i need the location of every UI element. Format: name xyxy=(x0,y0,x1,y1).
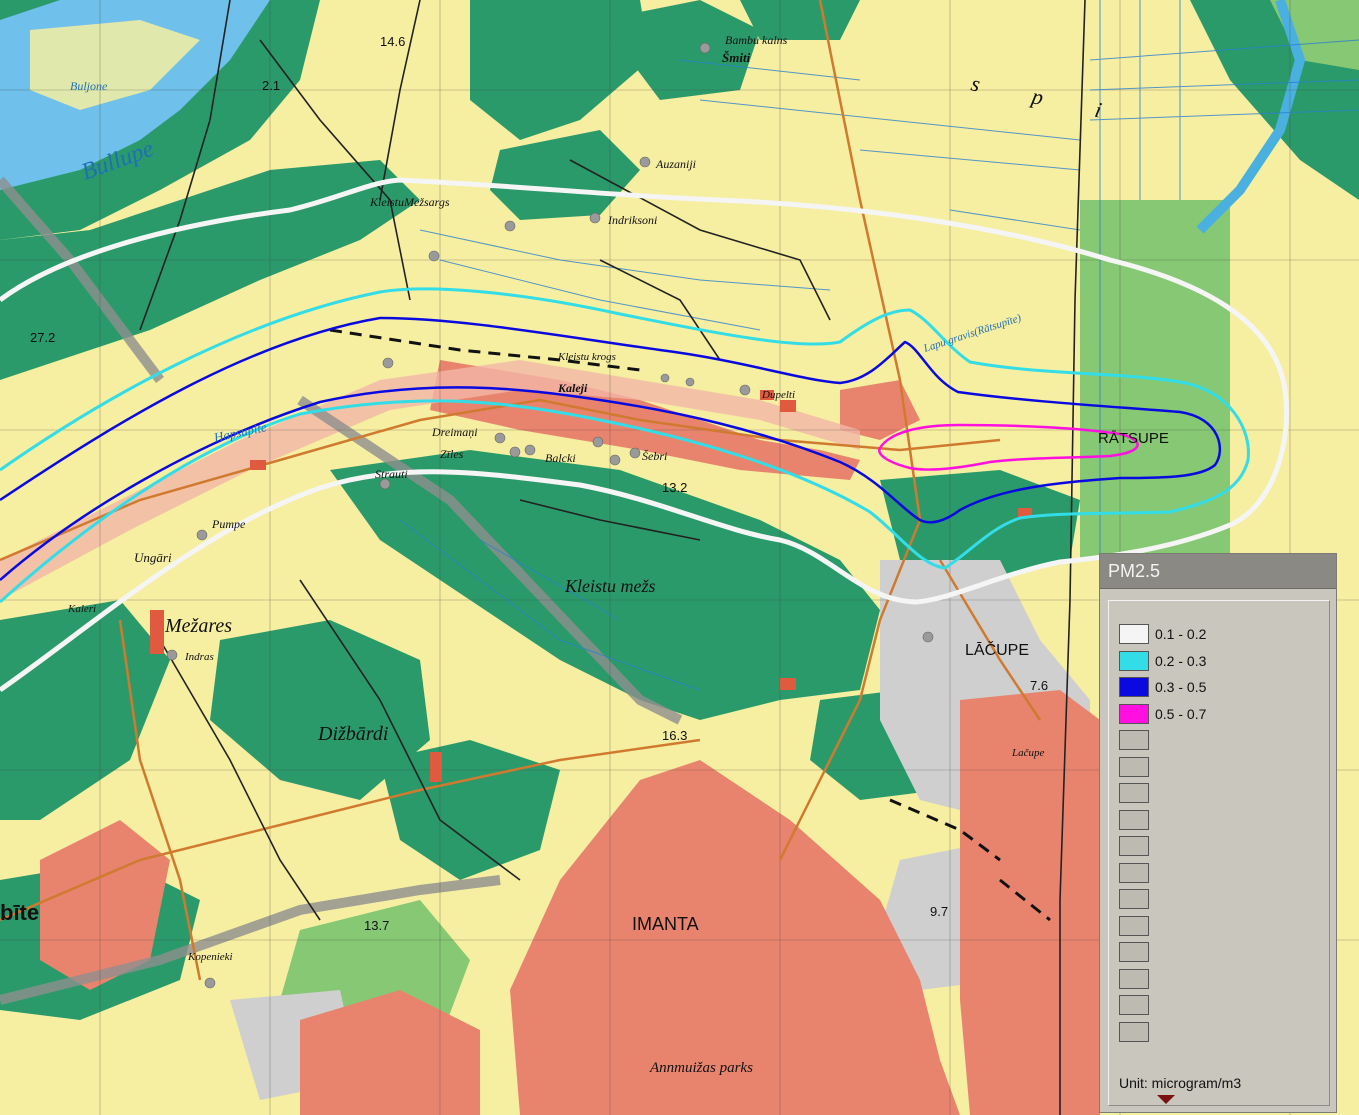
label-kaleri: Kaleri xyxy=(67,603,96,615)
legend-range-label: 0.5 - 0.7 xyxy=(1155,705,1207,722)
label-auzaniji: Auzaniji xyxy=(655,157,696,171)
legend-empty-swatch xyxy=(1119,889,1149,909)
legend-empty-swatch xyxy=(1119,915,1149,936)
legend-empty-slot xyxy=(1119,756,1149,778)
label-dupelti: Dupelti xyxy=(761,389,795,401)
legend-empty-slot xyxy=(1119,968,1149,990)
scroll-down-arrow-icon[interactable] xyxy=(1157,1095,1175,1104)
tracks xyxy=(139,0,1086,1115)
label-kopenieki: Kopenieki xyxy=(187,951,233,963)
legend-range-label: 0.2 - 0.3 xyxy=(1155,652,1207,669)
isoline-0.2-0.3 xyxy=(0,287,1250,604)
label-indras: Indras xyxy=(184,651,214,663)
legend-empty-swatch xyxy=(1119,862,1149,883)
legend-empty-slot xyxy=(1119,835,1149,857)
legend-panel: PM2.5 0.1 - 0.2 0.2 - 0.3 0.3 - 0.5 0.5 - 0… xyxy=(1099,553,1337,1113)
label-lacupe: LĀČUPE xyxy=(965,640,1029,659)
label-buljone: Buljone xyxy=(70,79,108,93)
legend-empty-swatch xyxy=(1119,995,1149,1015)
label-indriksoni: Indriksoni xyxy=(607,213,657,227)
legend-empty-slot xyxy=(1119,729,1149,751)
label-bite: bīte xyxy=(0,900,39,925)
label-lacupe-small: Lačupe xyxy=(1011,747,1045,759)
legend-empty-swatch xyxy=(1119,942,1149,962)
legend-entry: 0.1 - 0.2 xyxy=(1119,623,1206,645)
label-dreimani: Dreimaņi xyxy=(431,425,478,439)
legend-unit: Unit: microgram/m3 xyxy=(1119,1075,1242,1091)
elevation-13-7: 13.7 xyxy=(364,918,389,933)
label-kleistu-mezsargs: KleistuMežsargs xyxy=(369,195,450,209)
label-kaleji: Kaleji xyxy=(557,381,588,395)
legend-range-label: 0.3 - 0.5 xyxy=(1155,679,1207,695)
label-strauti: Strauti xyxy=(375,467,408,481)
label-ungari: Ungāri xyxy=(134,550,172,565)
road-buffer xyxy=(0,360,860,600)
legend-empty-swatch xyxy=(1119,756,1149,777)
legend-entry: 0.5 - 0.7 xyxy=(1119,703,1206,725)
label-mezares: Mežares xyxy=(164,615,232,637)
building-markers xyxy=(166,42,934,989)
legend-empty-swatch xyxy=(1119,783,1149,803)
legend-range-label: 0.1 - 0.2 xyxy=(1155,626,1207,642)
label-imanta: IMANTA xyxy=(632,914,699,934)
legend-empty-slot xyxy=(1119,941,1149,963)
label-ziles: Zīles xyxy=(440,447,464,461)
railway-lines xyxy=(329,328,1051,922)
legend-entry: 0.3 - 0.5 xyxy=(1119,676,1206,698)
legend-empty-swatch xyxy=(1119,809,1149,830)
elevation-16-3: 16.3 xyxy=(662,728,687,743)
elevation-7-6: 7.6 xyxy=(1030,678,1048,693)
label-kleistu-mezs: Kleistu mežs xyxy=(564,576,656,596)
legend-empty-swatch xyxy=(1119,836,1149,856)
legend-empty-swatch xyxy=(1119,968,1149,989)
pm25-isolines xyxy=(0,177,1290,693)
urban-areas xyxy=(40,360,1100,1115)
elevation-14-6: 14.6 xyxy=(380,34,405,49)
isoline-0.1-0.2 xyxy=(0,177,1290,693)
legend-swatch xyxy=(1119,650,1149,671)
legend-swatch xyxy=(1119,677,1149,697)
water-bodies xyxy=(0,0,1306,234)
legend-empty-slot xyxy=(1119,915,1149,937)
legend-title: PM2.5 xyxy=(1100,554,1336,589)
legend-entry: 0.2 - 0.3 xyxy=(1119,650,1206,672)
ditches xyxy=(399,0,1359,691)
label-annas-park: Annmuižas parks xyxy=(649,1060,753,1076)
legend-body: 0.1 - 0.2 0.2 - 0.3 0.3 - 0.5 0.5 - 0.7 Uni… xyxy=(1108,600,1330,1106)
elevation-13-2: 13.2 xyxy=(662,480,687,495)
label-ratsupe: RĀTSUPE xyxy=(1098,430,1169,447)
label-bambu-kalns: Bambu kalns xyxy=(725,33,788,47)
elevation-9-7: 9.7 xyxy=(930,904,948,919)
isoline-0.3-0.5 xyxy=(0,316,1222,581)
isoline-0.5-0.7 xyxy=(878,423,1139,471)
building-blocks xyxy=(150,390,1032,782)
label-sebri: Šebri xyxy=(642,449,667,463)
label-balcki: Balcki xyxy=(545,451,576,465)
legend-swatch xyxy=(1119,624,1149,644)
legend-empty-slot xyxy=(1119,994,1149,1016)
legend-empty-slot xyxy=(1119,782,1149,804)
legend-empty-slot xyxy=(1119,888,1149,910)
legend-empty-slot xyxy=(1119,862,1149,884)
label-pumpe: Pumpe xyxy=(211,517,246,531)
elevation-2-1: 2.1 xyxy=(262,78,280,93)
label-dizbardi: Dižbārdi xyxy=(317,723,388,745)
legend-empty-slot xyxy=(1119,809,1149,831)
elevation-labels: 14.6 2.1 27.2 13.2 7.6 16.3 9.7 13.7 xyxy=(30,34,1048,933)
legend-empty-slot xyxy=(1119,1021,1149,1043)
legend-swatch xyxy=(1119,703,1149,724)
label-kleistu-krogs: Kleistu krogs xyxy=(557,351,616,363)
legend-empty-swatch xyxy=(1119,1021,1149,1042)
label-smiti: Šmiti xyxy=(722,50,751,65)
legend-empty-swatch xyxy=(1119,730,1149,750)
elevation-27-2: 27.2 xyxy=(30,330,55,345)
